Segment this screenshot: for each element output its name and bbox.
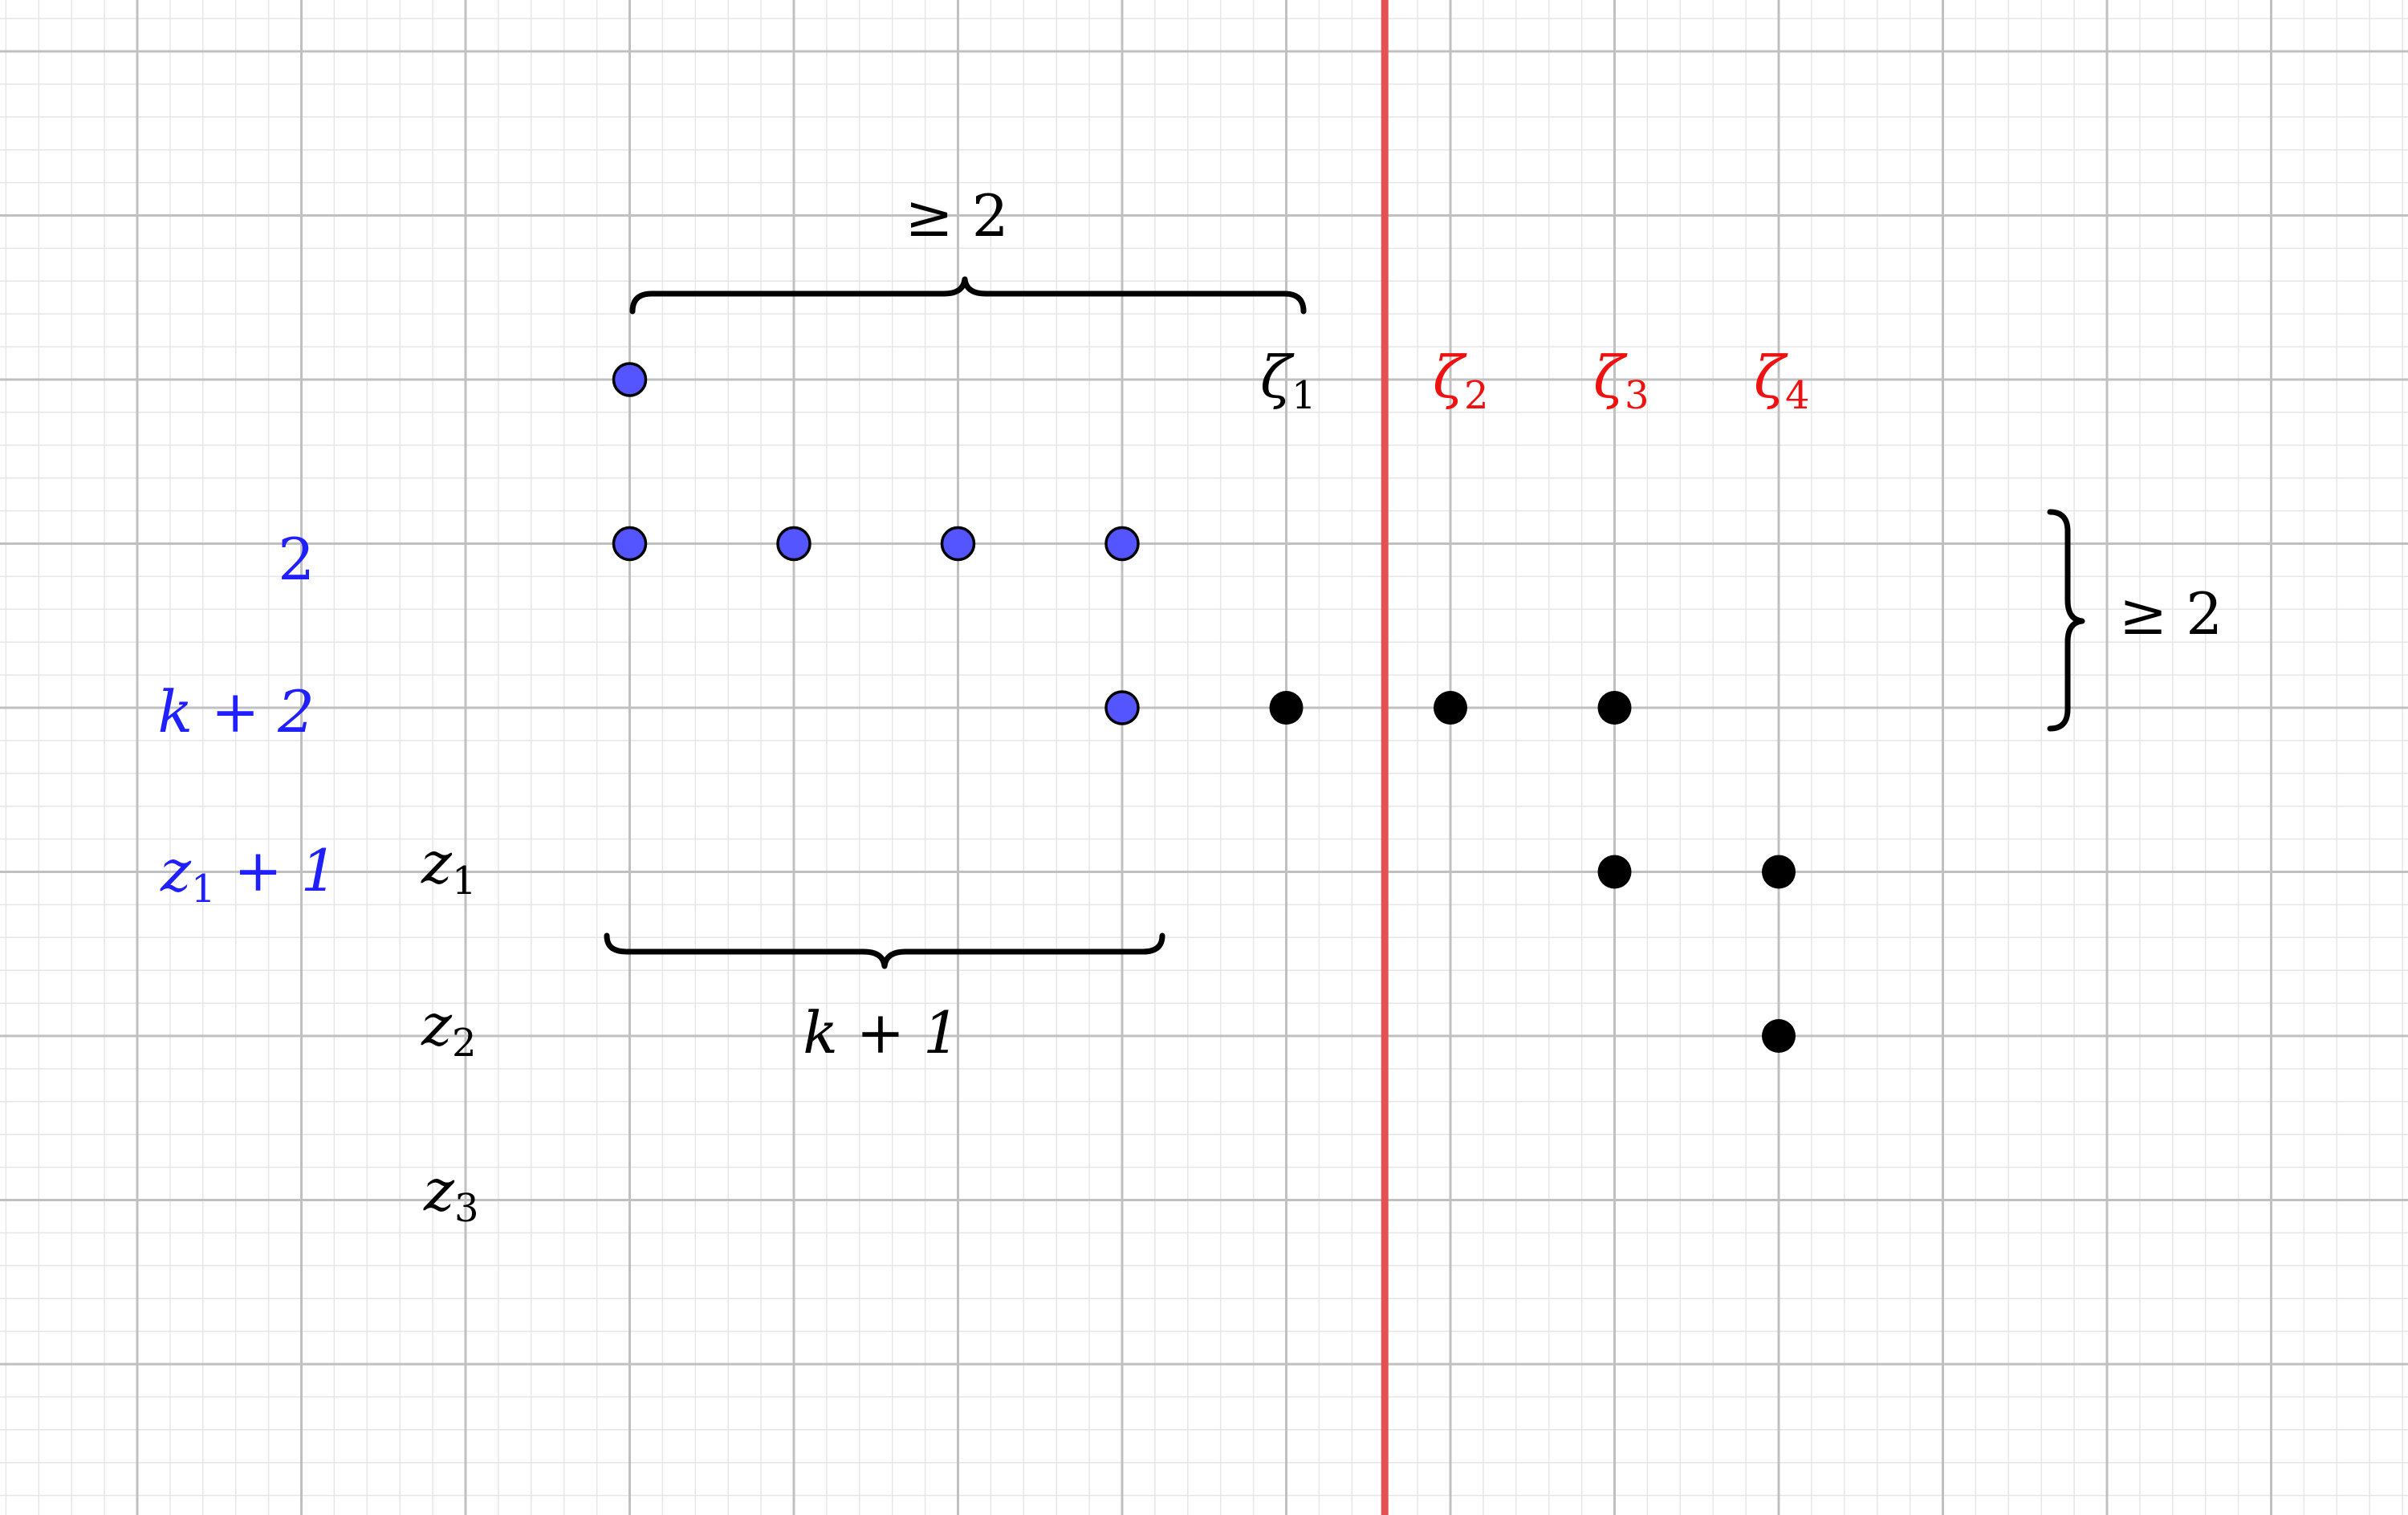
zeta1-label: ζ1 [1260, 343, 1316, 418]
right-brace [2047, 509, 2085, 732]
blue-point [612, 362, 648, 397]
blue-point [940, 526, 976, 562]
right-brace-label: ≥ 2 [2119, 580, 2223, 648]
black-point [1434, 691, 1467, 725]
row-label-z1-plus-1: z1 + 1 [160, 837, 337, 912]
z2-label: z2 [421, 991, 476, 1066]
blue-point [1104, 690, 1140, 725]
top-brace [629, 276, 1307, 315]
row-label-2: 2 [278, 526, 315, 593]
black-point [1269, 691, 1304, 725]
black-point [1762, 855, 1796, 889]
black-point [1597, 691, 1632, 725]
black-point [1762, 1019, 1796, 1053]
z1-label: z1 [421, 829, 476, 904]
row-label-k-plus-2: k + 2 [157, 678, 315, 745]
black-point [1597, 855, 1632, 889]
z3-label: z3 [423, 1156, 478, 1231]
blue-point [776, 526, 811, 562]
points-layer [612, 362, 1796, 1053]
bottom-brace [604, 932, 1165, 969]
top-brace-label: ≥ 2 [905, 182, 1008, 250]
zeta3-label: ζ3 [1593, 343, 1649, 418]
zeta4-label: ζ4 [1754, 343, 1810, 418]
zeta2-label: ζ2 [1433, 343, 1489, 418]
blue-point [612, 526, 648, 562]
bottom-brace-label: k + 1 [803, 999, 960, 1066]
blue-point [1104, 526, 1140, 562]
